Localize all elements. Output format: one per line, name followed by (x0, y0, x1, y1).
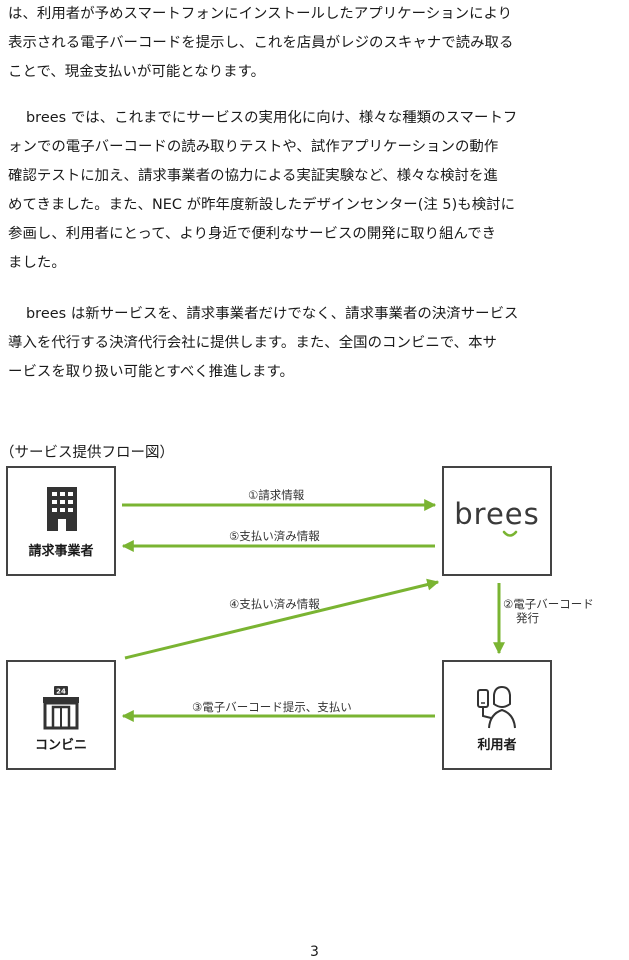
brees-smile-mark (502, 530, 518, 537)
user-with-phone-icon (477, 685, 516, 729)
office-building-icon (47, 487, 77, 531)
arrow-label-2: ②電子バーコード 発行 (503, 597, 594, 625)
biller-box: 請求事業者 (6, 466, 116, 576)
paragraph-line: 確認テストに加え、請求事業者の協力による実証実験など、様々な検討を進 (8, 168, 498, 184)
diagram-caption: （サービス提供フロー図） (0, 445, 174, 461)
paragraph-3: brees は新サービスを、請求事業者だけでなく、請求事業者の決済サービス 導入… (8, 300, 629, 387)
paragraph-1: は、利用者が予めスマートフォンにインストールしたアプリケーションにより 表示され… (8, 0, 629, 87)
paragraph-2: brees では、これまでにサービスの実用化に向け、様々な種類のスマートフ ォン… (8, 104, 629, 278)
paragraph-line: brees では、これまでにサービスの実用化に向け、様々な種類のスマートフ (26, 110, 518, 126)
store-sign-text: 24 (56, 688, 66, 696)
paragraph-line: brees は新サービスを、請求事業者だけでなく、請求事業者の決済サービス (26, 306, 519, 322)
user-label: 利用者 (477, 738, 517, 753)
user-box: 利用者 (442, 660, 552, 770)
arrow-label-3: ③電子バーコード提示、支払い (192, 700, 352, 714)
paragraph-line: めてきました。また、NEC が昨年度新設したデザインセンター(注 5)も検討に (8, 197, 516, 213)
paragraph-line: は、利用者が予めスマートフォンにインストールしたアプリケーションにより (8, 6, 513, 22)
paragraph-line: ービスを取り扱い可能とすべく推進します。 (8, 364, 294, 380)
arrow-label-4: ④支払い済み情報 (229, 597, 320, 611)
arrow-label-5: ⑤支払い済み情報 (229, 529, 320, 543)
convenience-store-icon: 24 (43, 686, 79, 730)
paragraph-line: ォンでの電子バーコードの読み取りテストや、試作アプリケーションの動作 (8, 139, 499, 155)
store-box: 24 コンビニ (6, 660, 116, 770)
arrow-label-2-line-2: 発行 (516, 611, 539, 625)
page-number: 3 (310, 944, 319, 960)
paragraph-line: 導入を代行する決済代行会社に提供します。また、全国のコンビニで、本サ (8, 335, 497, 351)
store-label: コンビニ (34, 738, 87, 753)
brees-box: brees (442, 466, 552, 576)
paragraph-line: ました。 (8, 255, 66, 271)
brees-logo-text: brees (454, 497, 540, 531)
paragraph-line: ことで、現金支払いが可能となります。 (8, 64, 266, 80)
arrow-label-2-line-1: ②電子バーコード (503, 597, 594, 611)
arrow-4-paid-info (124, 578, 440, 660)
arrow-label-1: ①請求情報 (248, 488, 305, 502)
biller-label: 請求事業者 (28, 544, 94, 559)
paragraph-line: 参画し、利用者にとって、より身近で便利なサービスの開発に取り組んでき (8, 226, 497, 242)
brees-logo: brees (454, 497, 540, 537)
paragraph-line: 表示される電子バーコードを提示し、これを店員がレジのスキャナで読み取る (8, 35, 514, 51)
